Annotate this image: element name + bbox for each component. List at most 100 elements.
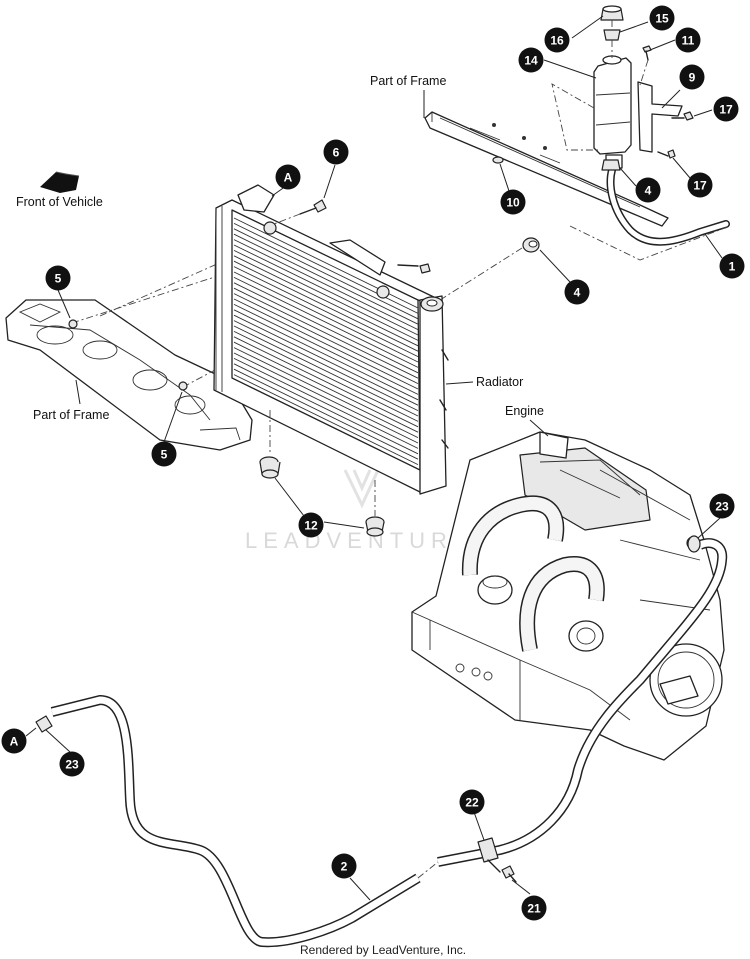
callout-circle: [521, 895, 547, 921]
callout-number: 23: [715, 499, 729, 513]
callout-number: 17: [693, 178, 707, 192]
callout-c4a: 4: [635, 177, 661, 203]
callout-number: 16: [550, 33, 564, 47]
nut-5-lower: [178, 381, 188, 391]
radiator-fin: [233, 260, 419, 352]
callout-c21: 21: [521, 895, 547, 921]
radiator-fin: [233, 320, 419, 412]
radiator-fin: [233, 309, 419, 401]
callout-circle: [719, 253, 745, 279]
callout-number: 4: [645, 183, 652, 197]
radiator-fin: [233, 314, 419, 406]
callout-circle: [518, 47, 544, 73]
callout-number: 17: [719, 102, 733, 116]
callout-number: 23: [65, 757, 79, 771]
callout-circle: [500, 189, 526, 215]
callout-c12: 12: [298, 512, 324, 538]
overflow-hose: [606, 166, 730, 246]
hose-clamp-23-engine: [687, 535, 701, 553]
coolant-reservoir: [593, 55, 632, 169]
radiator-fin: [233, 282, 419, 374]
radiator-fin: [233, 271, 419, 363]
callout-circle: [459, 789, 485, 815]
callout-c23a: 23: [709, 493, 735, 519]
callout-circle: [687, 172, 713, 198]
callout-c5b: 5: [151, 441, 177, 467]
radiator-fin: [233, 303, 419, 395]
callout-circle: [564, 279, 590, 305]
watermark-text: LEADVENTURE: [245, 528, 474, 553]
callout-cA2: A: [1, 728, 27, 754]
callout-c23b: 23: [59, 751, 85, 777]
upper-frame-part: [424, 111, 669, 227]
radiator-fin: [233, 276, 419, 368]
hose-clamp-4-radiator: [522, 237, 540, 253]
radiator-fin: [233, 287, 419, 379]
watermark: LEADVENTURE: [245, 469, 474, 553]
bolt-11: [642, 45, 652, 61]
callout-number: 21: [527, 901, 541, 915]
bolt-6: [299, 199, 327, 215]
radiator-fin: [233, 244, 419, 336]
radiator-fin: [233, 368, 419, 460]
callout-number: 14: [524, 53, 538, 67]
radiator-label: Radiator: [476, 375, 523, 389]
cap-seal: [603, 29, 621, 41]
callout-c5a: 5: [45, 265, 71, 291]
callout-c14: 14: [518, 47, 544, 73]
screw-21: [501, 865, 517, 883]
radiator-fin: [233, 293, 419, 385]
radiator-fin: [233, 228, 419, 320]
callout-number: 11: [682, 33, 695, 47]
radiator-fin: [233, 341, 419, 433]
radiator-fin: [233, 336, 419, 428]
callout-c11: 11: [675, 27, 701, 53]
callout-number: 22: [465, 795, 479, 809]
callout-number: 15: [655, 11, 669, 25]
callout-c22: 22: [459, 789, 485, 815]
engine: [411, 431, 725, 761]
nut-5-upper: [68, 319, 78, 329]
lower-hose: [50, 538, 728, 948]
callout-circle: [45, 265, 71, 291]
callout-circle: [298, 512, 324, 538]
front-of-vehicle-arrow-icon: [40, 171, 80, 193]
bolt-17a: [671, 111, 694, 121]
radiator-fin: [233, 222, 419, 314]
callout-c6: 6: [323, 139, 349, 165]
callout-c15: 15: [649, 5, 675, 31]
callout-circle: [713, 96, 739, 122]
callout-number: 2: [341, 859, 348, 873]
grommet-10: [492, 156, 504, 164]
callout-circle: [649, 5, 675, 31]
callout-circle: [323, 139, 349, 165]
radiator-fin: [233, 325, 419, 417]
hose-clamp-4-top: [601, 159, 621, 171]
part-of-frame-top-label: Part of Frame: [370, 74, 446, 88]
radiator-fin: [233, 233, 419, 325]
grommet-12-right: [365, 516, 385, 537]
engine-label: Engine: [505, 404, 544, 418]
callout-circle: [679, 64, 705, 90]
reservoir-cap: [600, 5, 624, 21]
callout-c2: 2: [331, 853, 357, 879]
callout-c4b: 4: [564, 279, 590, 305]
callout-number: 6: [333, 145, 340, 159]
callout-number: 4: [574, 285, 581, 299]
reservoir-bracket: [637, 81, 683, 153]
radiator-fin: [233, 298, 419, 390]
callout-circle: [59, 751, 85, 777]
footer-credit: Rendered by LeadVenture, Inc.: [300, 943, 466, 957]
callout-number: 1: [729, 259, 736, 273]
callout-number: 5: [55, 271, 62, 285]
hose-clamp-22: [477, 837, 501, 873]
part-of-frame-left-label: Part of Frame: [33, 408, 109, 422]
radiator-fin: [233, 266, 419, 358]
radiator-fin: [233, 239, 419, 331]
left-frame-part: [5, 299, 253, 451]
callout-circle: [331, 853, 357, 879]
radiator: [213, 184, 449, 495]
callout-number: 12: [304, 518, 318, 532]
callout-number: 9: [689, 70, 696, 84]
